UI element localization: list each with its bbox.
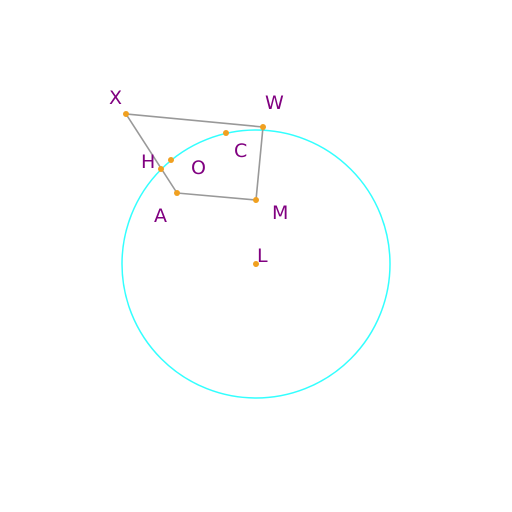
label-c: C — [234, 140, 247, 162]
point-c — [223, 130, 229, 136]
point-m — [253, 197, 259, 203]
label-a: A — [154, 205, 167, 227]
point-a — [174, 190, 180, 196]
point-w — [260, 124, 266, 130]
circle-centered-l — [121, 129, 391, 399]
point-h — [158, 166, 164, 172]
label-m: M — [272, 202, 288, 224]
segment-w-m — [255, 126, 264, 201]
label-l: L — [257, 245, 268, 267]
label-x: X — [109, 87, 122, 109]
label-o: O — [191, 157, 206, 179]
segment-x-w — [125, 113, 264, 128]
point-o — [168, 157, 174, 163]
label-h: H — [141, 151, 155, 173]
segment-a-x — [125, 113, 178, 194]
label-w: W — [265, 92, 284, 114]
point-l — [253, 261, 259, 267]
segment-m-a — [176, 192, 257, 201]
point-x — [123, 111, 129, 117]
